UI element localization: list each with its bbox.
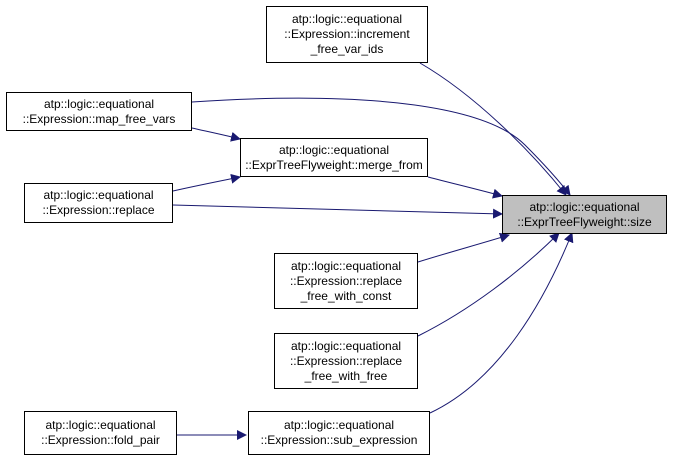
edge-sub-expression-to-size [429,232,574,414]
node-line: ::Expression::sub_expression [260,433,418,447]
node-line: ::ExprTreeFlyweight::merge_from [245,157,423,172]
node-expression-sub-expression[interactable]: atp::logic::equational ::Expression::sub… [248,411,430,455]
edge-map-free-vars-to-size [191,97,571,196]
node-line: atp::logic::equational [43,188,154,202]
node-line: atp::logic::equational [278,142,390,157]
edge-replace-to-size [172,204,503,219]
node-line: atp::logic::equational [290,338,402,353]
node-line: ::Expression::replace [42,203,155,217]
node-line: ::Expression::increment [284,27,410,41]
node-line: atp::logic::equational [45,418,156,432]
node-line: atp::logic::equational [291,12,403,26]
node-expression-increment-free-var-ids[interactable]: atp::logic::equational ::Expression::inc… [266,6,428,63]
node-expression-map-free-vars[interactable]: atp::logic::equational ::Expression::map… [6,92,192,131]
edge-replace-free-with-const-to-size [417,232,510,263]
node-exprtreeflyweight-size: atp::logic::equational ::ExprTreeFlyweig… [502,195,667,234]
node-line: ::ExprTreeFlyweight::size [517,214,652,229]
node-line: ::Expression::fold_pair [41,433,160,447]
node-line: ::Expression::map_free_vars [22,111,176,126]
node-exprtreeflyweight-merge-from[interactable]: atp::logic::equational ::ExprTreeFlyweig… [240,138,428,177]
node-line: _free_with_const [300,288,392,303]
node-line: _free_var_ids [310,42,384,56]
node-expression-fold-pair[interactable]: atp::logic::equational ::Expression::fol… [24,411,177,455]
node-line: ::Expression::replace [289,273,403,288]
node-line: ::Expression::replace [289,353,403,368]
node-line: atp::logic::equational [529,199,640,214]
node-line: atp::logic::equational [283,418,395,432]
edge-map-free-vars-to-merge-from [191,127,241,142]
edge-merge-from-to-size [427,176,503,199]
node-expression-replace-free-with-const[interactable]: atp::logic::equational ::Expression::rep… [274,253,418,309]
node-line: _free_with_free [304,368,388,383]
node-line: atp::logic::equational [43,96,155,111]
edge-replace-to-merge-from [172,173,241,192]
edge-replace-free-with-free-to-size [417,232,560,337]
node-expression-replace[interactable]: atp::logic::equational ::Expression::rep… [24,183,173,223]
node-line: atp::logic::equational [290,258,402,273]
node-expression-replace-free-with-free[interactable]: atp::logic::equational ::Expression::rep… [274,333,418,389]
edge-increment-free-var-ids-to-size [419,62,567,196]
